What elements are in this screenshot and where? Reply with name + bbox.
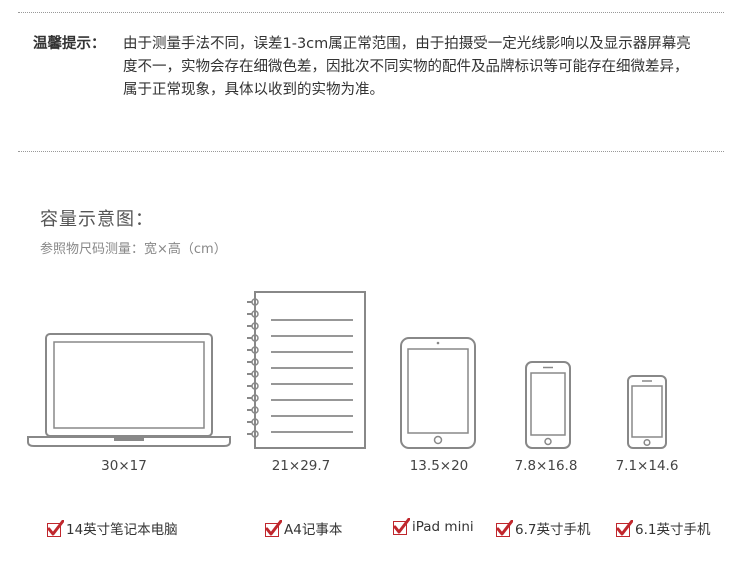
tablet-check-item: iPad mini <box>393 518 474 535</box>
checkmark-icon <box>496 519 513 537</box>
phone-small-icon <box>627 375 667 449</box>
notebook-check-item: A4记事本 <box>265 518 342 538</box>
notebook-label: A4记事本 <box>284 522 343 538</box>
tablet-icon <box>400 337 476 449</box>
checkmark-icon <box>265 519 282 537</box>
bottom-divider <box>18 151 724 152</box>
laptop-icon <box>27 333 231 447</box>
notebook-dimensions: 21×29.7 <box>271 458 331 474</box>
phone-large-icon <box>525 361 571 449</box>
phone-small-label: 6.1英寸手机 <box>635 522 711 538</box>
checkmark-icon <box>616 519 633 537</box>
phone-small-dimensions: 7.1×14.6 <box>615 458 679 474</box>
capacity-title: 容量示意图： <box>40 209 154 230</box>
phone-large-check-item: 6.7英寸手机 <box>496 518 590 538</box>
phone-large-dimensions: 7.8×16.8 <box>514 458 578 474</box>
laptop-label: 14英寸笔记本电脑 <box>66 522 178 538</box>
tablet-dimensions: 13.5×20 <box>409 458 469 474</box>
top-divider <box>18 12 724 13</box>
notice-text: 由于测量手法不同，误差1-3cm属正常范围，由于拍摄受一定光线影响以及显示器屏幕… <box>123 36 691 98</box>
checkmark-icon <box>393 518 410 535</box>
notice-label: 温馨提示： <box>33 36 106 52</box>
phone-large-label: 6.7英寸手机 <box>515 522 591 538</box>
checkmark-icon <box>47 519 64 537</box>
capacity-subtitle: 参照物尺码测量：宽×高（cm） <box>40 242 227 257</box>
tablet-label: iPad mini <box>412 518 474 535</box>
laptop-check-item: 14英寸笔记本电脑 <box>47 518 178 538</box>
notebook-icon <box>247 291 366 449</box>
phone-small-check-item: 6.1英寸手机 <box>616 518 710 538</box>
laptop-dimensions: 30×17 <box>101 458 147 474</box>
